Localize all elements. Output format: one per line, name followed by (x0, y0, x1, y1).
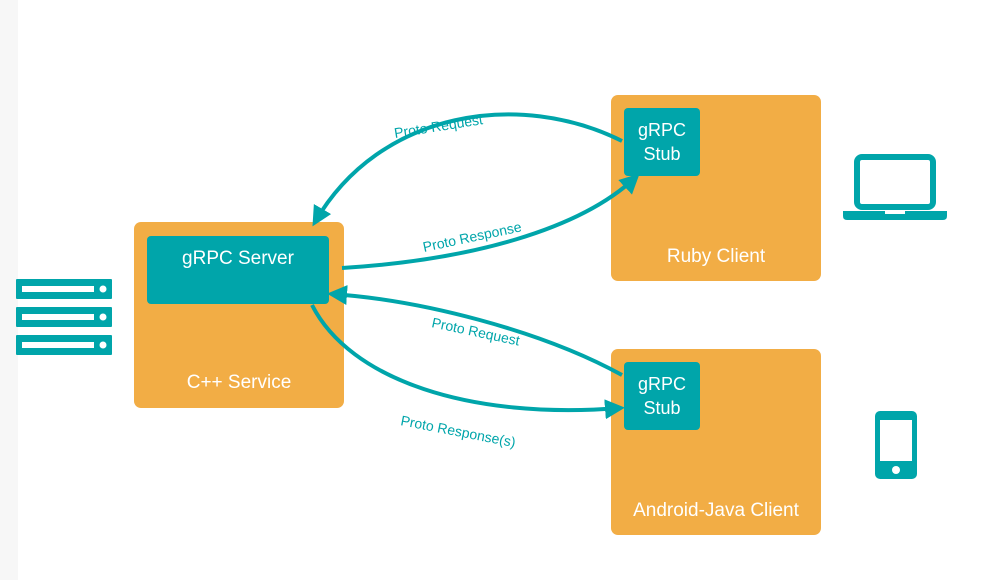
ruby-request-label: Proto Request (393, 111, 484, 141)
android-response-arrow (310, 304, 625, 420)
cpp-service-box: gRPC Server C++ Service (134, 222, 344, 408)
ruby-client-box: gRPC Stub Ruby Client (611, 95, 821, 281)
ruby-grpc-stub-box: gRPC Stub (624, 108, 700, 176)
ruby-stub-line1: gRPC (637, 120, 686, 140)
ruby-response-arrow (341, 173, 640, 270)
laptop-icon (843, 154, 947, 220)
android-stub-line1: gRPC (637, 374, 686, 394)
android-request-arrow (327, 285, 623, 377)
android-grpc-stub-box: gRPC Stub (624, 362, 700, 430)
ruby-client-label: Ruby Client (666, 246, 766, 267)
grpc-server-box: gRPC Server (147, 236, 329, 304)
android-response-label: Proto Response(s) (399, 412, 517, 450)
android-client-label: Android-Java Client (633, 500, 799, 521)
android-stub-line2: Stub (643, 398, 681, 418)
android-client-box: gRPC Stub Android-Java Client (611, 349, 821, 535)
left-margin (0, 0, 18, 580)
cpp-service-label: C++ Service (186, 372, 292, 393)
grpc-server-label: gRPC Server (182, 248, 294, 269)
ruby-request-arrow (312, 112, 623, 227)
ruby-stub-line2: Stub (643, 144, 681, 164)
server-rack-icon (16, 279, 112, 355)
smartphone-icon (875, 411, 917, 479)
